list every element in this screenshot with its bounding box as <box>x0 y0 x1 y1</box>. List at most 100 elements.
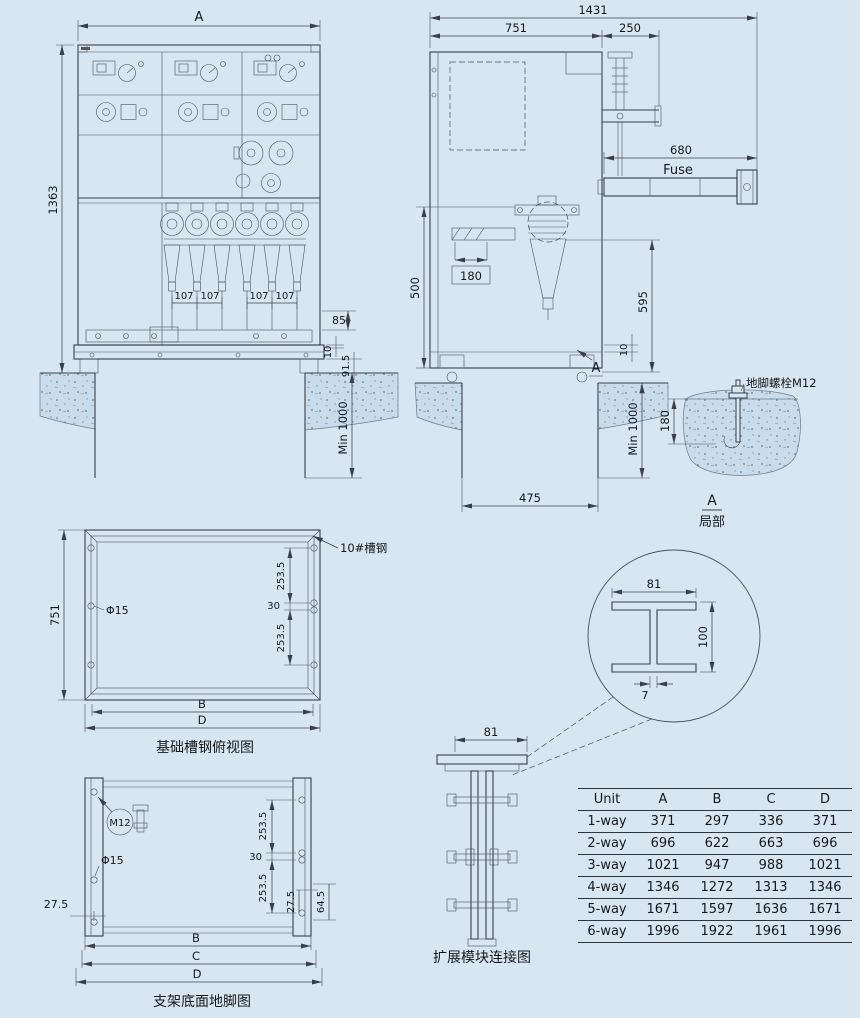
bracket-d-dim: D <box>193 967 202 981</box>
cell-d: 1996 <box>798 920 852 943</box>
control-unit <box>253 60 305 82</box>
table-header-row: Unit A B C D <box>578 788 852 811</box>
operating-handle <box>268 140 294 166</box>
overall-width-dim: 1431 <box>578 3 607 17</box>
anchor-hole <box>310 661 318 669</box>
pit-width-dim: 475 <box>519 491 541 505</box>
connector-plate <box>470 770 479 940</box>
bushing <box>235 202 259 236</box>
bracket-plan-caption: 支架底面地脚图 <box>153 994 251 1010</box>
body-depth-dim: 751 <box>505 21 527 35</box>
front-view: A 1363 107 107 107 107 85 10 91.5 Min 10… <box>39 10 399 479</box>
foundation-d-dim: D <box>198 713 207 727</box>
beam-detail: 81 100 7 <box>511 549 761 776</box>
col-header-unit: Unit <box>578 788 636 811</box>
operating-handle <box>238 140 264 166</box>
detail-marker-a: A <box>592 361 601 376</box>
bolt-balloon <box>106 808 134 836</box>
bracket-gap-dim: 30 <box>249 852 262 863</box>
foundation-frame-outer <box>84 529 321 701</box>
col-header-d: D <box>798 788 852 811</box>
bolt-assembly <box>446 850 518 864</box>
cell-unit: 2-way <box>578 832 636 855</box>
control-unit <box>178 102 230 122</box>
foundation-frame-inner <box>96 541 309 689</box>
cell-d: 1021 <box>798 854 852 877</box>
anchor-hole <box>298 856 306 864</box>
bushing <box>210 202 234 236</box>
cell-c: 1636 <box>744 898 798 921</box>
spacing-dim-1: 107 <box>174 291 193 302</box>
beam-height-dim: 100 <box>696 626 710 648</box>
dim-10: 10 <box>323 346 334 359</box>
bracket-pitch-dim-a: 253.5 <box>258 812 269 841</box>
cable-cone <box>263 244 281 331</box>
cell-c: 336 <box>744 810 798 833</box>
table-row: 1-way 371 297 336 371 <box>578 810 852 833</box>
col-header-c: C <box>744 788 798 811</box>
fuse-label: Fuse <box>663 163 693 178</box>
connector-plate <box>485 770 494 940</box>
anchor-hole <box>298 849 306 857</box>
control-unit <box>96 102 148 122</box>
ground-section <box>414 382 463 431</box>
control-unit <box>92 60 144 82</box>
dim-91-5: 91.5 <box>341 355 352 377</box>
flange-width-dim: 81 <box>647 577 662 591</box>
bracket-rail <box>292 777 312 937</box>
cell-unit: 4-way <box>578 876 636 899</box>
anchor-hole <box>90 788 98 796</box>
expansion-module: 81 扩展模块连接图 <box>433 725 531 966</box>
cell-unit: 3-way <box>578 854 636 877</box>
cell-b: 297 <box>690 810 744 833</box>
web-thickness-dim: 7 <box>642 689 649 702</box>
anchor-hole <box>87 661 95 669</box>
ibeam-section <box>611 601 697 673</box>
cell-a: 1996 <box>636 920 690 943</box>
bolt-symbol <box>136 809 145 833</box>
cell-unit: 6-way <box>578 920 636 943</box>
bolt-assembly <box>446 898 518 912</box>
overhang-dim: 64.5 <box>316 891 327 913</box>
edge-offset-dim-left: 27.5 <box>44 898 69 911</box>
side-view: 1431 751 250 680 Fuse 180 500 595 10 Min… <box>408 3 758 512</box>
bracket-b-dim: B <box>192 931 200 945</box>
embed-depth-dim: 180 <box>658 410 672 432</box>
edge-offset-dim: 27.5 <box>286 891 297 913</box>
anchor-hole <box>298 796 306 804</box>
side-dim-10: 10 <box>619 344 630 357</box>
brand-logo <box>81 47 90 50</box>
ref-180-dim: 180 <box>460 269 482 283</box>
bracket-rail <box>84 777 104 937</box>
hole-pitch-dim-b: 253.5 <box>276 624 287 653</box>
cable-cone <box>213 244 231 331</box>
dimension-table: Unit A B C D 1-way 371 297 336 371 2-way… <box>578 788 852 943</box>
ground-blob <box>682 389 801 476</box>
cable-cone <box>288 244 306 331</box>
foundation-plan-caption: 基础槽钢俯视图 <box>156 739 254 756</box>
foundation-depth-dim: 751 <box>48 604 62 626</box>
anchor-hole <box>310 606 318 614</box>
dim-595: 595 <box>636 291 650 313</box>
cell-c: 663 <box>744 832 798 855</box>
cabinet-side-outline <box>429 51 603 369</box>
cell-b: 947 <box>690 854 744 877</box>
bolt-size-label: M12 <box>109 818 130 829</box>
table-row: 3-way 1021 947 988 1021 <box>578 854 852 877</box>
cell-b: 1922 <box>690 920 744 943</box>
hole-pitch-dim-a: 253.5 <box>276 562 287 591</box>
cell-a: 1671 <box>636 898 690 921</box>
spacing-dim-4: 107 <box>275 291 294 302</box>
front-pit-depth: Min 1000 <box>336 401 350 454</box>
ground-section <box>304 372 399 431</box>
detail-circle <box>587 549 761 723</box>
reference-dim-box <box>451 265 491 285</box>
cell-b: 1272 <box>690 876 744 899</box>
spacing-dim-2: 107 <box>200 291 219 302</box>
table-row: 2-way 696 622 663 696 <box>578 832 852 855</box>
front-height-dim: 1363 <box>46 185 60 214</box>
bushing-cone <box>529 238 567 299</box>
hole-dia-label: Φ15 <box>106 604 129 617</box>
